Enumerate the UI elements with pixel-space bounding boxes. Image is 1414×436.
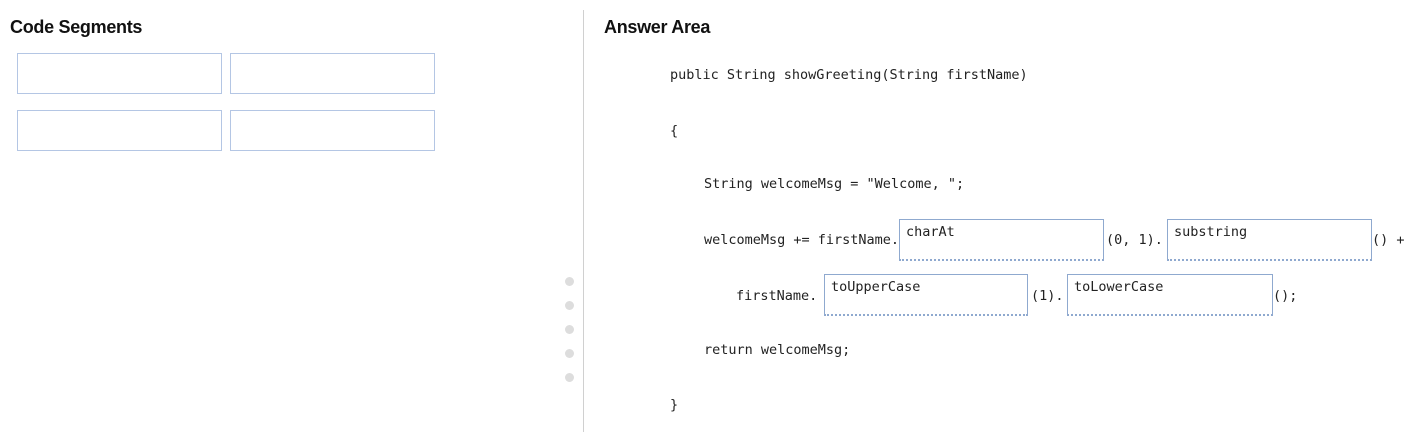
code-line4-mid: (0, 1). [1106,232,1163,248]
code-line-return: return welcomeMsg; [704,342,851,358]
answer-target-2[interactable]: substring [1167,219,1372,261]
code-segment-slot[interactable] [230,53,435,94]
answer-target-3[interactable]: toUpperCase [824,274,1028,316]
code-line5-prefix: firstName. [736,288,818,304]
code-segment-slot[interactable] [230,110,435,151]
answer-target-4[interactable]: toLowerCase [1067,274,1273,316]
panel-divider [583,10,584,432]
code-line-close-brace: } [670,397,679,413]
code-segments-title: Code Segments [10,17,143,37]
code-line-declaration: String welcomeMsg = "Welcome, "; [704,176,965,192]
answer-target-1[interactable]: charAt [899,219,1104,261]
splitter-grip-dot[interactable] [565,373,574,382]
code-segment-slot[interactable] [17,53,222,94]
answer-area-title: Answer Area [604,17,711,37]
code-segment-slot[interactable] [17,110,222,151]
code-line-open-brace: { [670,123,679,139]
splitter-grip-dot[interactable] [565,277,574,286]
code-line-signature: public String showGreeting(String firstN… [670,67,1028,83]
splitter-grip-dot[interactable] [565,301,574,310]
splitter-grip-dot[interactable] [565,349,574,358]
code-line4-suffix: () + [1372,232,1405,248]
code-line5-suffix: (); [1273,288,1298,304]
code-line5-mid: (1). [1031,288,1064,304]
splitter-grip-dot[interactable] [565,325,574,334]
code-line4-prefix: welcomeMsg += firstName. [704,232,900,248]
